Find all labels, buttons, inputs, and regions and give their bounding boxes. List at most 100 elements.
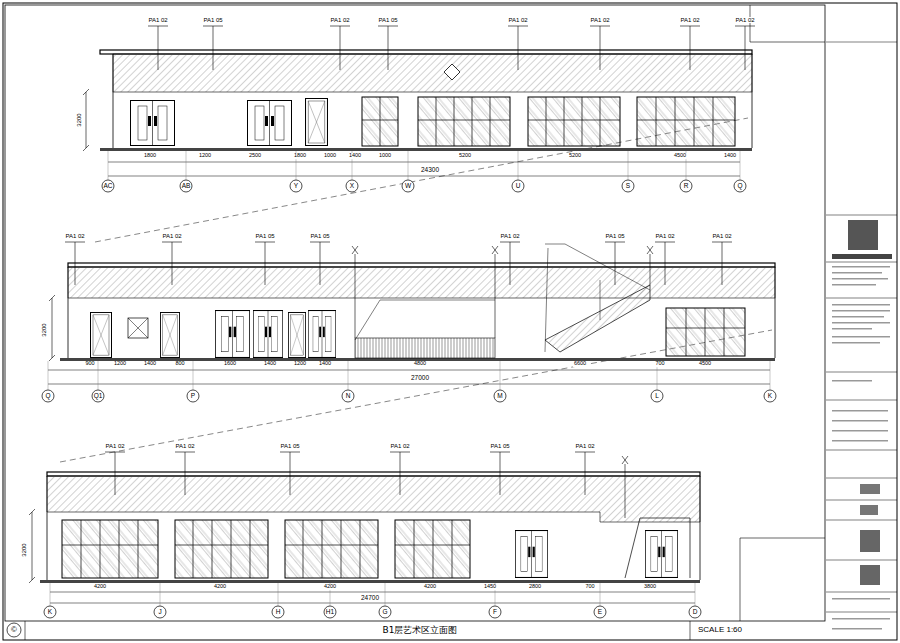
drawing-path: [666, 308, 745, 356]
dimension-text: 1800: [293, 153, 307, 159]
callout-tag: PA1 02: [734, 17, 755, 23]
axis-label: AB: [181, 183, 192, 190]
dimension-text: 1400: [143, 361, 157, 367]
drawing-path: [740, 5, 825, 621]
drawing-circle: [44, 606, 56, 618]
axis-label: H1: [325, 609, 335, 616]
drawing-circle: [272, 606, 284, 618]
drawing-circle: [402, 180, 414, 192]
height-dimension: 3200: [41, 322, 47, 337]
dimension-text: 800: [174, 361, 185, 367]
axis-label: E: [597, 609, 603, 616]
drawing-circle: [7, 623, 21, 637]
axis-label: W: [404, 183, 412, 190]
elevation-bottom: [29, 452, 701, 618]
callout-tag: PA1 02: [104, 443, 125, 449]
axis-label: P: [190, 393, 196, 400]
axis-label: H: [275, 609, 282, 616]
dimension-text: 5200: [458, 153, 472, 159]
axis-label: J: [157, 609, 162, 616]
drawing-path: [113, 54, 752, 148]
drawing-rect: [40, 580, 700, 583]
drawing-rect: [860, 565, 880, 585]
dimension-text: 1400: [348, 153, 362, 159]
drawing-path: [49, 295, 55, 361]
drawing-rect: [113, 54, 752, 92]
drawing-circle: [154, 606, 166, 618]
callout-tag: PA1 02: [389, 443, 410, 449]
drawing-rect: [832, 598, 890, 600]
drawing-use: [253, 310, 282, 358]
title-block: [7, 220, 892, 637]
axis-label: M: [496, 393, 503, 400]
dimension-text: 24300: [420, 167, 440, 174]
drawing-circle: [187, 390, 199, 402]
drawing-title: B1层艺术区立面图: [382, 626, 459, 635]
callout-tag: PA1 02: [329, 17, 350, 23]
dimension-text: 1800: [143, 153, 157, 159]
drawing-use: [248, 100, 292, 146]
drawing-rect: [100, 50, 752, 54]
callout-tag: PA1 02: [64, 233, 85, 239]
drawing-rect: [832, 304, 890, 306]
drawing-use: [645, 530, 677, 578]
drawing-rect: [832, 278, 888, 280]
drawing-rect: [860, 530, 880, 552]
callout-tag: PA1 02: [147, 17, 168, 23]
dimension-text: 4800: [413, 361, 427, 367]
drawing-rect: [175, 520, 268, 578]
drawing-rect: [637, 97, 735, 146]
drawing-circle: [379, 606, 391, 618]
drawing-path: [47, 476, 700, 580]
drawing-circle: [102, 180, 114, 192]
drawing-use: [160, 312, 179, 357]
drawing-rect: [832, 266, 890, 268]
drawing-circle: [346, 180, 358, 192]
callout-tag: PA1 05: [279, 443, 300, 449]
sheet-frame: [3, 3, 897, 640]
dimension-text: 2500: [248, 153, 262, 159]
drawing-circle: [622, 180, 634, 192]
drawing-path: [352, 246, 653, 338]
dimension-text: 4200: [423, 584, 437, 590]
drawing-circle: [342, 390, 354, 402]
drawing-g: [42, 390, 776, 402]
drawing-circle: [42, 390, 54, 402]
drawing-circle: [489, 606, 501, 618]
callout-tag: PA1 02: [711, 233, 732, 239]
dimension-text: 1200: [113, 361, 127, 367]
dimension-text: 700: [654, 361, 665, 367]
dimension-text: 1600: [223, 361, 237, 367]
callout-tag: PA1 05: [489, 443, 510, 449]
callout-tag: PA1 02: [574, 443, 595, 449]
callout-tag: PA1 05: [202, 17, 223, 23]
drawing-rect: [832, 430, 888, 432]
callout-tag: PA1 02: [174, 443, 195, 449]
axis-label: Q: [736, 183, 743, 190]
drawing-rect: [832, 440, 888, 442]
drawing-use: [288, 312, 305, 357]
drawing-path: [68, 267, 775, 358]
drawing-rect: [832, 328, 872, 330]
axis-label: U: [515, 183, 522, 190]
axis-label: L: [654, 393, 660, 400]
drawing-circle: [680, 180, 692, 192]
drawing-circle: [764, 390, 776, 402]
drawing-path: [625, 518, 690, 578]
drawing-rect: [832, 322, 890, 324]
drawing-rect: [848, 220, 878, 250]
drawing-rect: [285, 520, 378, 578]
drawing-path: [108, 162, 740, 176]
dimension-text: 5200: [568, 153, 582, 159]
drawing-path: [83, 89, 89, 151]
drawing-rect: [832, 310, 890, 312]
drawing-path: [65, 242, 732, 285]
callout-tag: PA1 02: [499, 233, 520, 239]
drawing-rect: [860, 505, 878, 515]
dimension-text: 4200: [213, 584, 227, 590]
drawing-rect: [355, 338, 495, 358]
dimension-text: 4200: [93, 584, 107, 590]
drawing-path: [444, 64, 460, 80]
axis-label: F: [492, 609, 498, 616]
